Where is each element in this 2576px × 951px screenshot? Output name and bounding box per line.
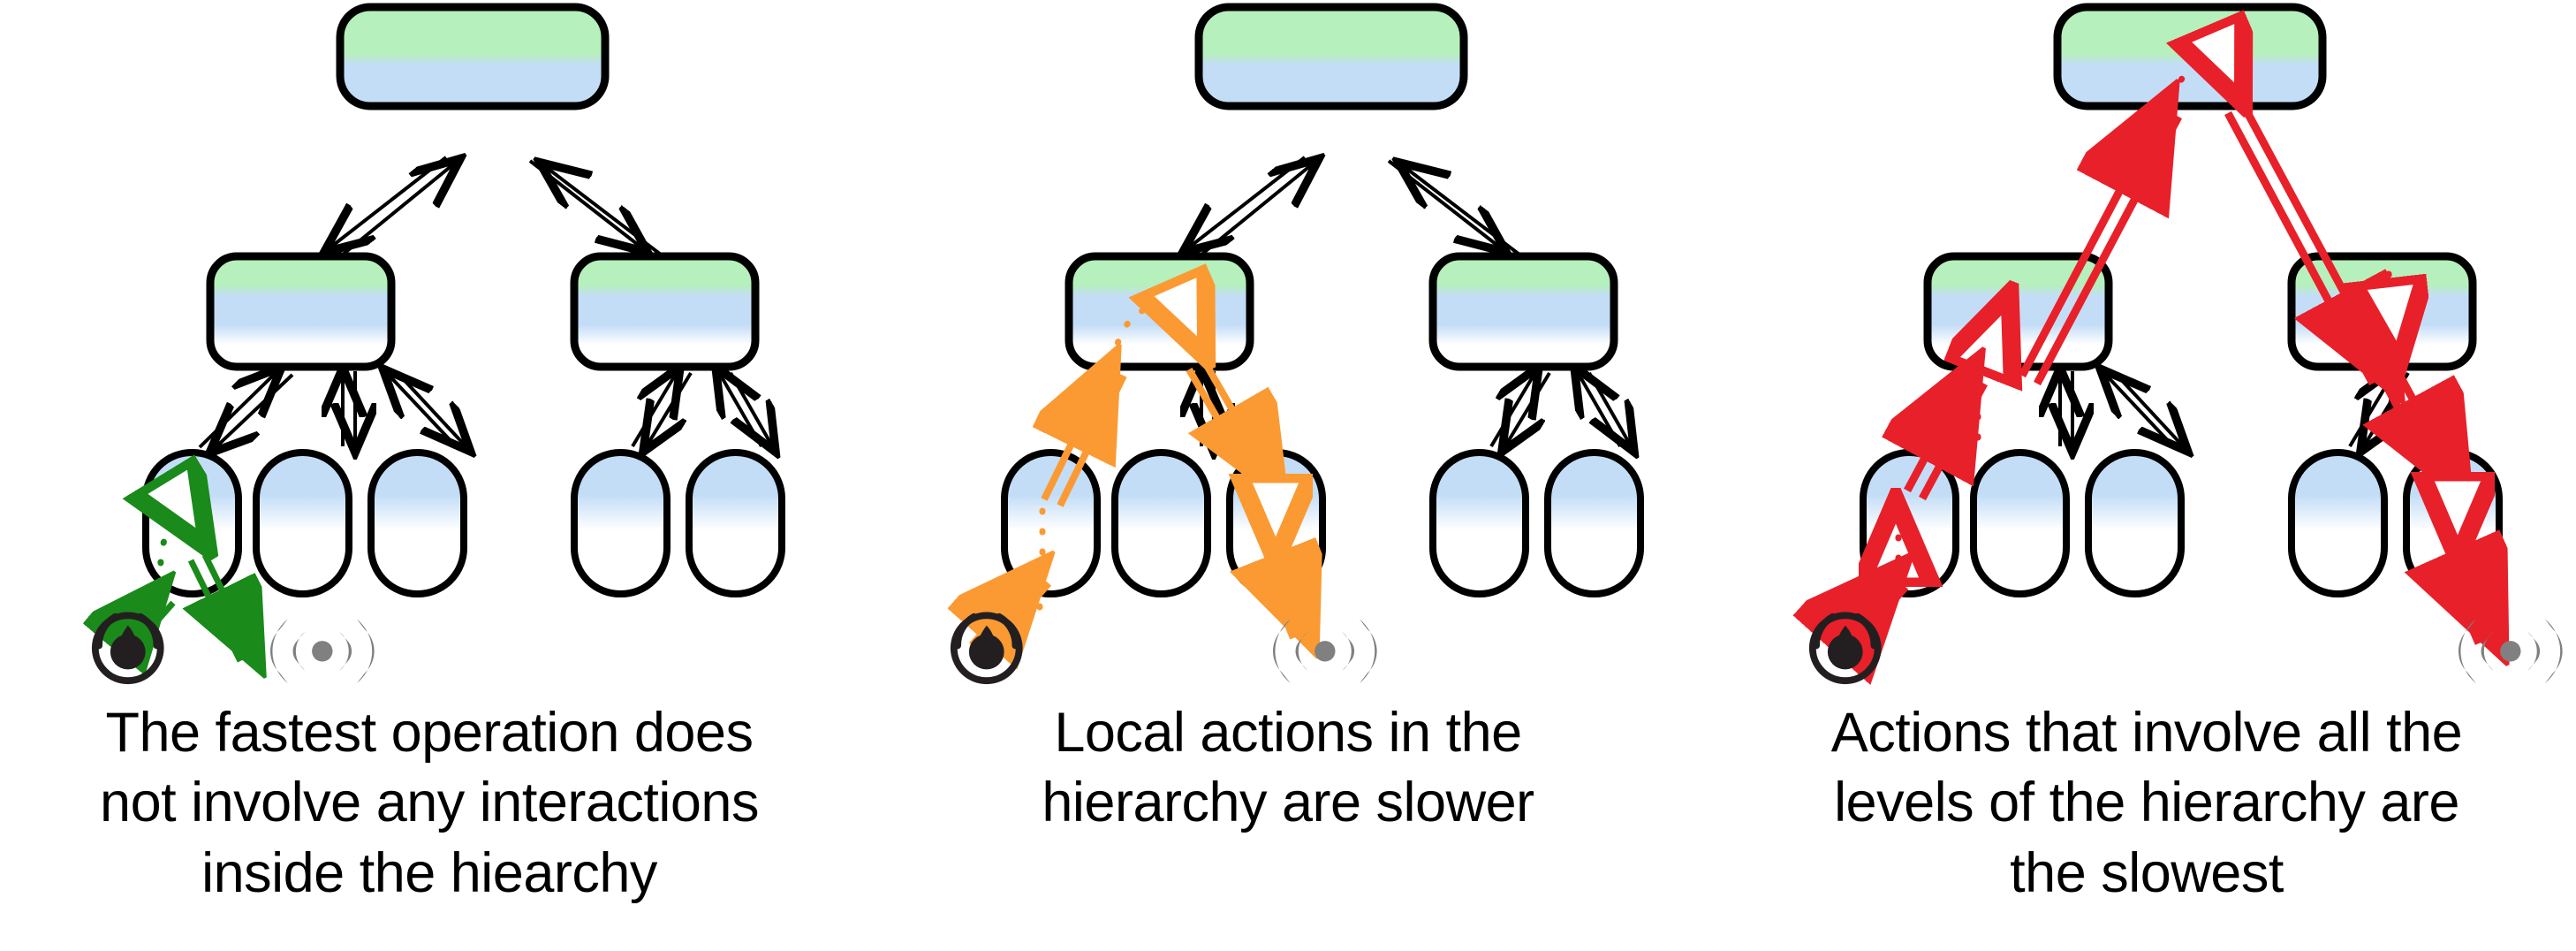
node-mid-right[interactable] [1428, 252, 1618, 371]
panel-local: Local actions in the hierarchy are slowe… [859, 0, 1717, 951]
edges-root-to-mid [1186, 157, 1521, 255]
panel-global-diagram [1717, 0, 2576, 689]
node-root[interactable] [336, 3, 610, 110]
edges-mid-to-leaf [198, 369, 774, 451]
leaf-nodes[interactable] [1001, 449, 1644, 597]
fire-alarm-icon [950, 612, 1023, 685]
leaf-nodes[interactable] [142, 449, 785, 597]
panel-fastest-caption: The fastest operation does not involve a… [0, 698, 859, 909]
edges-mid-to-leaf [2060, 369, 2410, 449]
node-root[interactable] [1194, 3, 1468, 110]
caption-line: levels of the hierarchy are [1834, 772, 2459, 834]
caption-line: The fastest operation does [105, 702, 754, 764]
node-root[interactable] [2053, 3, 2327, 110]
fire-alarm-icon [1808, 612, 1882, 685]
node-mid-left[interactable] [1923, 252, 2113, 371]
edges-root-to-mid [327, 157, 663, 255]
caption-line: not involve any interactions [100, 772, 759, 834]
leaf-nodes[interactable] [1860, 449, 2503, 597]
panel-fastest: The fastest operation does not involve a… [0, 0, 859, 951]
caption-line: the slowest [2010, 841, 2284, 904]
node-mid-right[interactable] [2287, 252, 2477, 371]
panel-global: Actions that involve all the levels of t… [1717, 0, 2576, 951]
highlight-path-red [1830, 61, 2495, 656]
caption-line: Actions that involve all the [1830, 702, 2463, 764]
edges-mid-to-leaf [1201, 369, 1633, 449]
signal-broadcast-icon [1272, 619, 1377, 684]
node-mid-left[interactable] [1064, 252, 1254, 371]
panel-local-diagram [859, 0, 1717, 689]
caption-line: Local actions in the [1054, 702, 1522, 764]
caption-line: inside the hiearchy [201, 841, 657, 904]
signal-broadcast-icon [269, 619, 375, 684]
caption-line: hierarchy are slower [1042, 772, 1534, 834]
fire-alarm-icon [91, 612, 164, 685]
panel-global-caption: Actions that involve all the levels of t… [1717, 698, 2576, 909]
node-mid-right[interactable] [570, 252, 760, 371]
node-mid-left[interactable] [206, 252, 396, 371]
signal-broadcast-icon [2458, 619, 2563, 684]
panel-local-caption: Local actions in the hierarchy are slowe… [859, 698, 1717, 839]
panel-fastest-diagram [0, 0, 859, 689]
